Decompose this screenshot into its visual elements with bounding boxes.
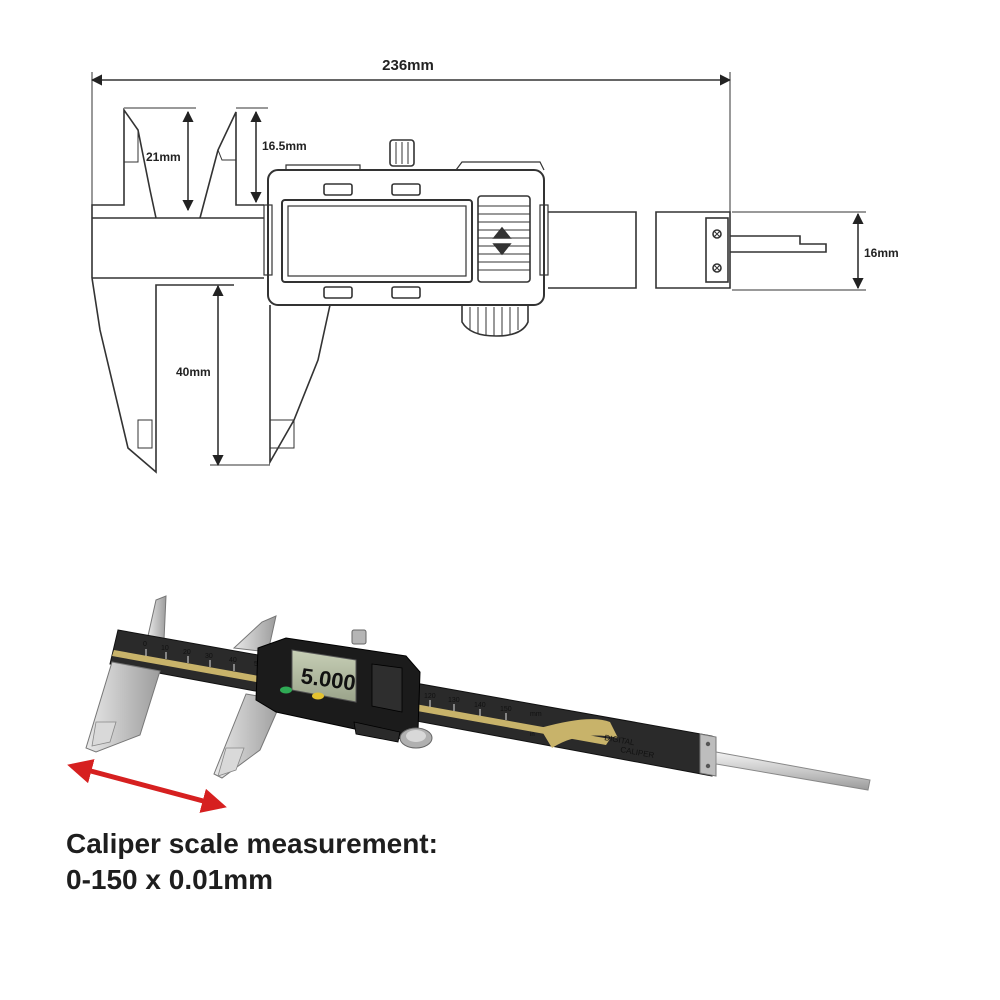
sliding-upper-jaw	[199, 111, 264, 219]
depth-rod	[730, 235, 827, 253]
caption-title: Caliper scale measurement:	[66, 828, 438, 859]
scale-label-10: 10	[161, 645, 169, 652]
photo-thumb-screw	[351, 629, 367, 645]
scale-label-30: 30	[205, 653, 213, 660]
beam-width-label: 16mm	[864, 246, 899, 260]
photo-scale-ticks	[145, 649, 507, 720]
end-plate	[705, 217, 729, 283]
inside-jaw-depth-label: 21mm	[146, 150, 181, 164]
caliper-photo: 0 10 20 30 40 5 120 130 140 150 mm in DI…	[85, 595, 871, 791]
outside-jaw-depth-label: 40mm	[176, 365, 211, 379]
photo-sliding-upper-jaw	[232, 615, 277, 653]
photo-fixed-upper-jaw	[147, 595, 167, 641]
photo-end-plate	[699, 733, 717, 777]
fixed-lower-jaw	[91, 277, 234, 474]
line-drawing	[90, 72, 866, 474]
thumb-roller	[461, 305, 529, 337]
knurled-section	[477, 195, 531, 283]
scale-label-120: 120	[424, 693, 436, 700]
photo-button-yellow	[312, 692, 324, 700]
scale-label-20: 20	[183, 649, 191, 656]
slider-jaw-depth-label: 16.5mm	[262, 139, 307, 153]
sliding-lower-jaw	[269, 304, 331, 466]
slider-body	[267, 169, 545, 306]
photo-lcd	[291, 649, 357, 703]
thumb-screw	[389, 139, 415, 167]
scale-label-5: 5	[254, 661, 258, 668]
measurement-range-arrow	[67, 759, 227, 813]
photo-depth-rod	[715, 751, 871, 791]
beam-outline	[91, 217, 264, 279]
photo-button-green	[280, 686, 292, 694]
scale-label-150: 150	[500, 706, 512, 713]
overall-length-label: 236mm	[382, 57, 434, 74]
scale-label-140: 140	[474, 702, 486, 709]
scale-unit-label: mm	[530, 711, 542, 718]
scale-label-0: 0	[143, 641, 147, 648]
caption-spec: 0-150 x 0.01mm	[66, 864, 274, 895]
scale-label-40: 40	[229, 657, 237, 664]
display-window	[281, 199, 473, 283]
photo-thumb-roller	[353, 721, 401, 743]
scale-unit-lower-label: in	[530, 732, 535, 738]
scale-label-130: 130	[448, 697, 460, 704]
